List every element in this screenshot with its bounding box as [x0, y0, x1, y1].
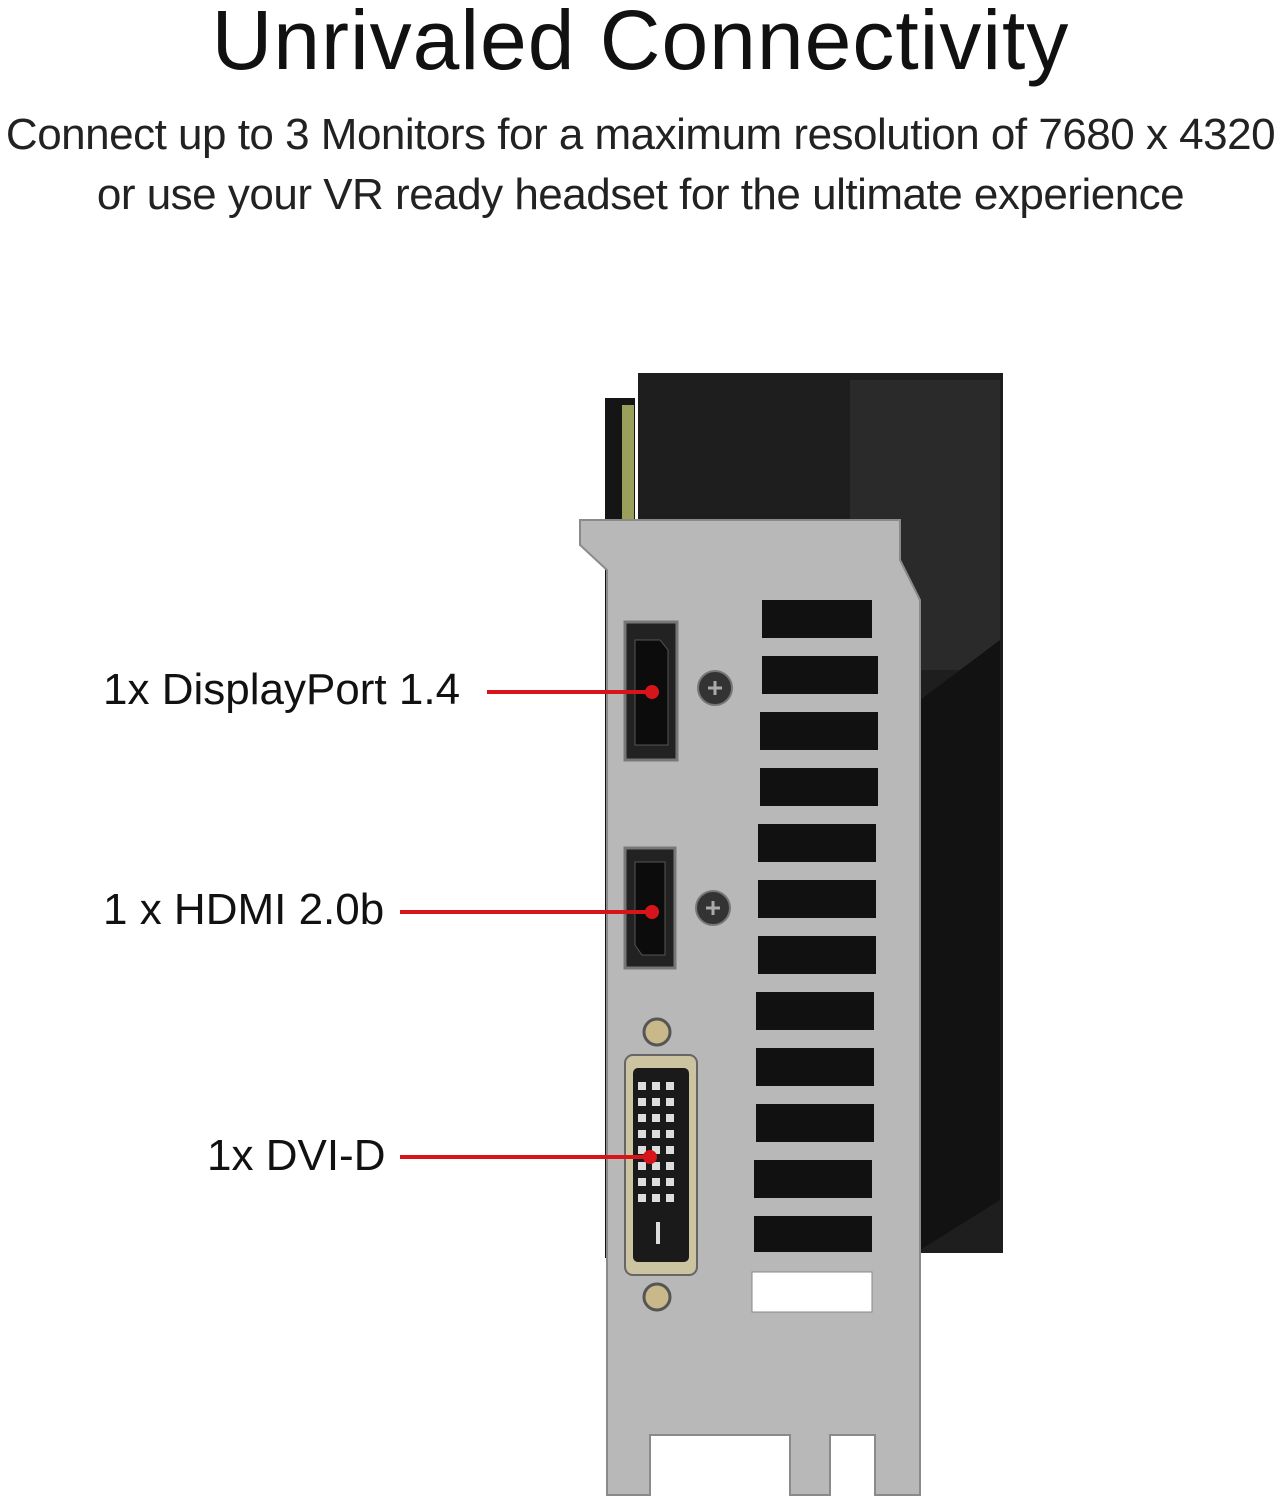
- callout-dvi: [400, 1150, 657, 1164]
- dvi-connector: [624, 1017, 698, 1312]
- label-displayport: 1x DisplayPort 1.4: [103, 665, 461, 714]
- label-hdmi: 1 x HDMI 2.0b: [103, 885, 385, 934]
- screw-icon: [697, 670, 733, 706]
- callout-hdmi: [400, 905, 659, 919]
- subtitle-line-2: or use your VR ready headset for the ult…: [96, 170, 1185, 219]
- hdmi-connector: [623, 846, 677, 970]
- vent-slots: [751, 600, 878, 1313]
- callout-displayport: [487, 685, 659, 699]
- subtitle-line-1: Connect up to 3 Monitors for a maximum r…: [5, 110, 1276, 159]
- page-title: Unrivaled Connectivity: [211, 0, 1070, 87]
- screw-icon: [695, 890, 731, 926]
- label-dvi: 1x DVI-D: [207, 1131, 386, 1180]
